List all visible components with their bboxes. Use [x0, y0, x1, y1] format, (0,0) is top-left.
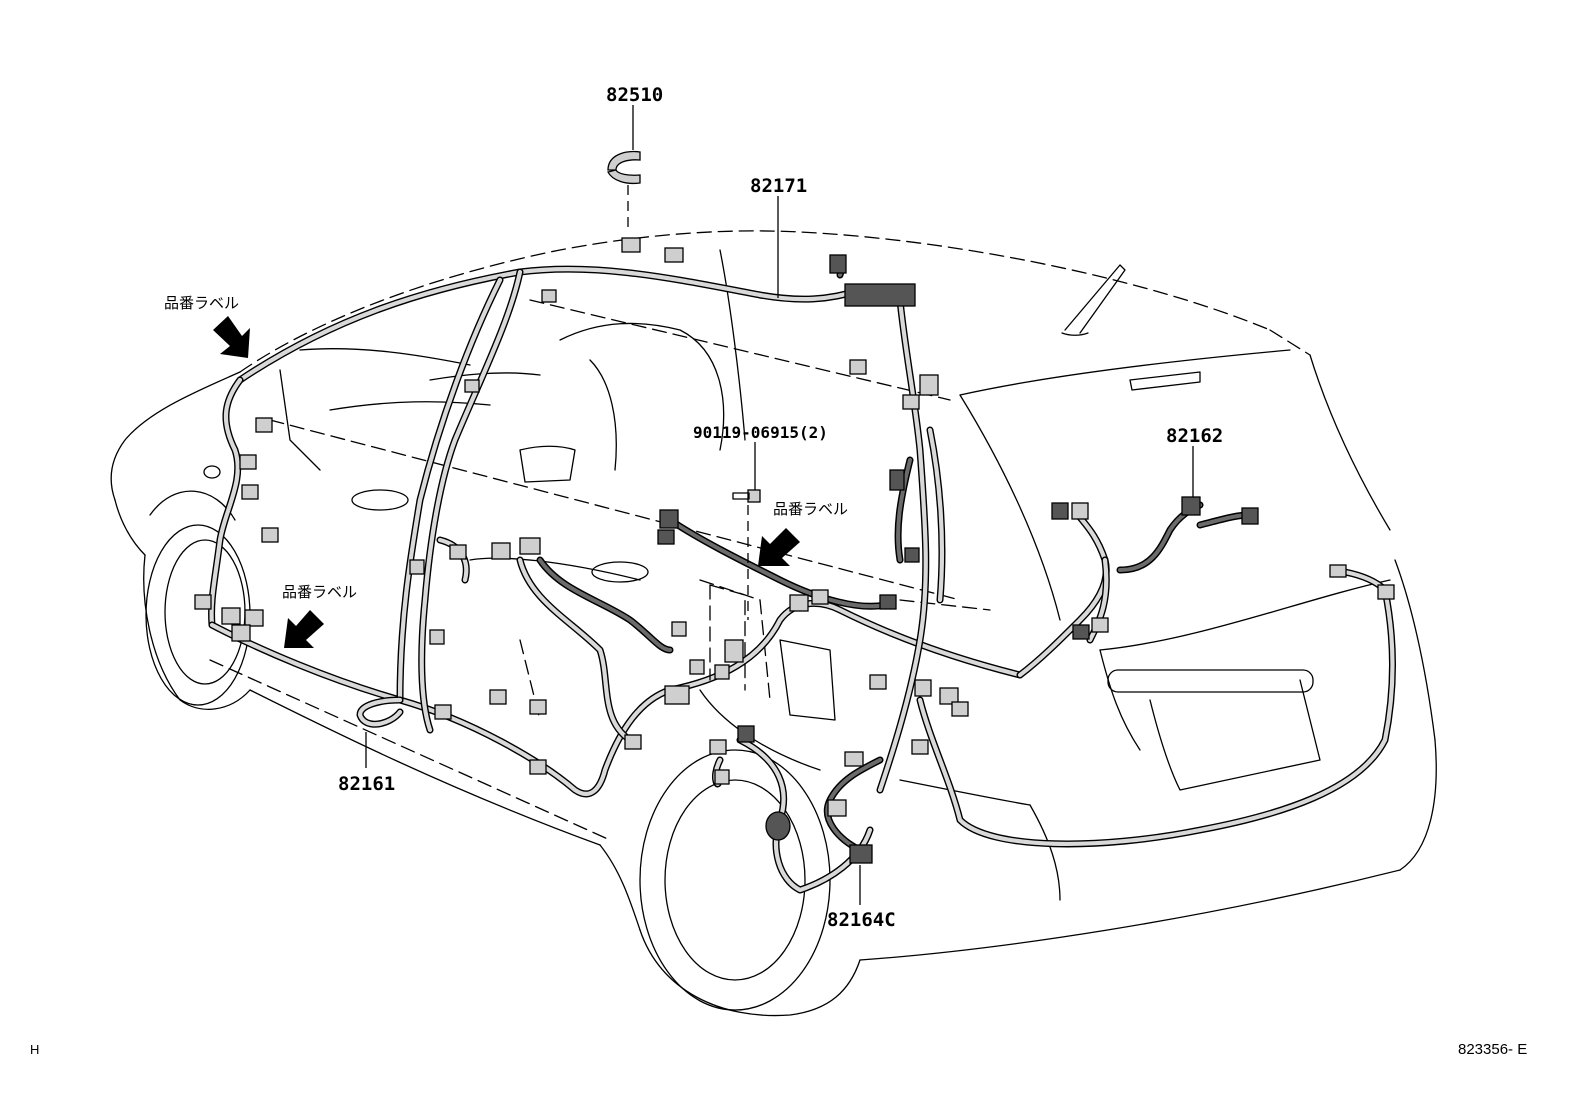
connector — [621, 237, 641, 253]
connector — [1071, 502, 1089, 520]
connector — [914, 679, 932, 697]
part-number-label-text-1: 品番ラベル — [164, 294, 239, 312]
part-label-82162: 82162 — [1166, 425, 1223, 447]
connector — [449, 544, 467, 560]
connector — [244, 609, 264, 627]
connector — [529, 759, 547, 775]
connector — [849, 359, 867, 375]
connector — [541, 289, 557, 303]
connector — [491, 542, 511, 560]
arrow-icon — [758, 528, 800, 566]
connector — [429, 629, 445, 645]
connector — [889, 469, 905, 491]
connector — [714, 664, 730, 680]
connector — [1072, 624, 1090, 640]
bolt-icon — [732, 442, 761, 620]
connector — [624, 734, 642, 750]
connector — [194, 594, 212, 610]
car-body-outline — [110, 230, 1437, 1017]
connector — [464, 379, 480, 393]
connector — [434, 704, 452, 720]
connector — [221, 607, 241, 625]
connector — [827, 799, 847, 817]
grommet — [765, 811, 791, 841]
connector — [519, 537, 541, 555]
arrow-icon — [213, 316, 250, 358]
connector — [724, 639, 744, 663]
connector — [902, 394, 920, 410]
connector — [939, 687, 959, 705]
connector — [1091, 617, 1109, 633]
connector — [709, 739, 727, 755]
part-label-82161: 82161 — [338, 773, 395, 795]
figure-code: 823356- E — [1458, 1041, 1527, 1058]
connector — [409, 559, 425, 575]
connector — [844, 751, 864, 767]
connector — [664, 247, 684, 263]
connector — [919, 374, 939, 396]
connector — [671, 621, 687, 637]
connector — [255, 417, 273, 433]
footer-left-mark: H — [30, 1042, 39, 1057]
connector — [664, 685, 690, 705]
clamp-82510 — [607, 105, 641, 232]
connector — [904, 547, 920, 563]
part-label-82171: 82171 — [750, 175, 807, 197]
connector — [829, 254, 847, 274]
relay-block — [844, 283, 916, 307]
connector — [659, 509, 679, 529]
connector — [789, 594, 809, 612]
connector — [951, 701, 969, 717]
connector — [657, 529, 675, 545]
connector — [529, 699, 547, 715]
wire-harness-main — [208, 265, 1396, 894]
connector — [849, 844, 873, 864]
connectors — [194, 237, 1395, 864]
part-number-label-text-2: 品番ラベル — [773, 500, 848, 518]
part-label-82510: 82510 — [606, 84, 663, 106]
part-number-label-text-3: 品番ラベル — [282, 583, 357, 601]
connector — [714, 769, 730, 785]
connector — [1329, 564, 1347, 578]
connector — [811, 589, 829, 605]
connector — [737, 725, 755, 743]
connector — [879, 594, 897, 610]
connector — [239, 454, 257, 470]
wire-harness-dark — [536, 255, 1254, 854]
connector — [1051, 502, 1069, 520]
connector — [231, 624, 251, 642]
connector — [261, 527, 279, 543]
connector — [1181, 496, 1201, 516]
part-label-90119: 90119-06915(2) — [693, 423, 828, 442]
bracket-dashed — [709, 584, 746, 691]
connector — [1377, 584, 1395, 600]
connector — [1241, 507, 1259, 525]
connector — [689, 659, 705, 675]
arrow-icon — [284, 610, 324, 648]
connector — [241, 484, 259, 500]
connector — [489, 689, 507, 705]
part-label-82164c: 82164C — [827, 909, 896, 931]
connector — [869, 674, 887, 690]
connector — [911, 739, 929, 755]
